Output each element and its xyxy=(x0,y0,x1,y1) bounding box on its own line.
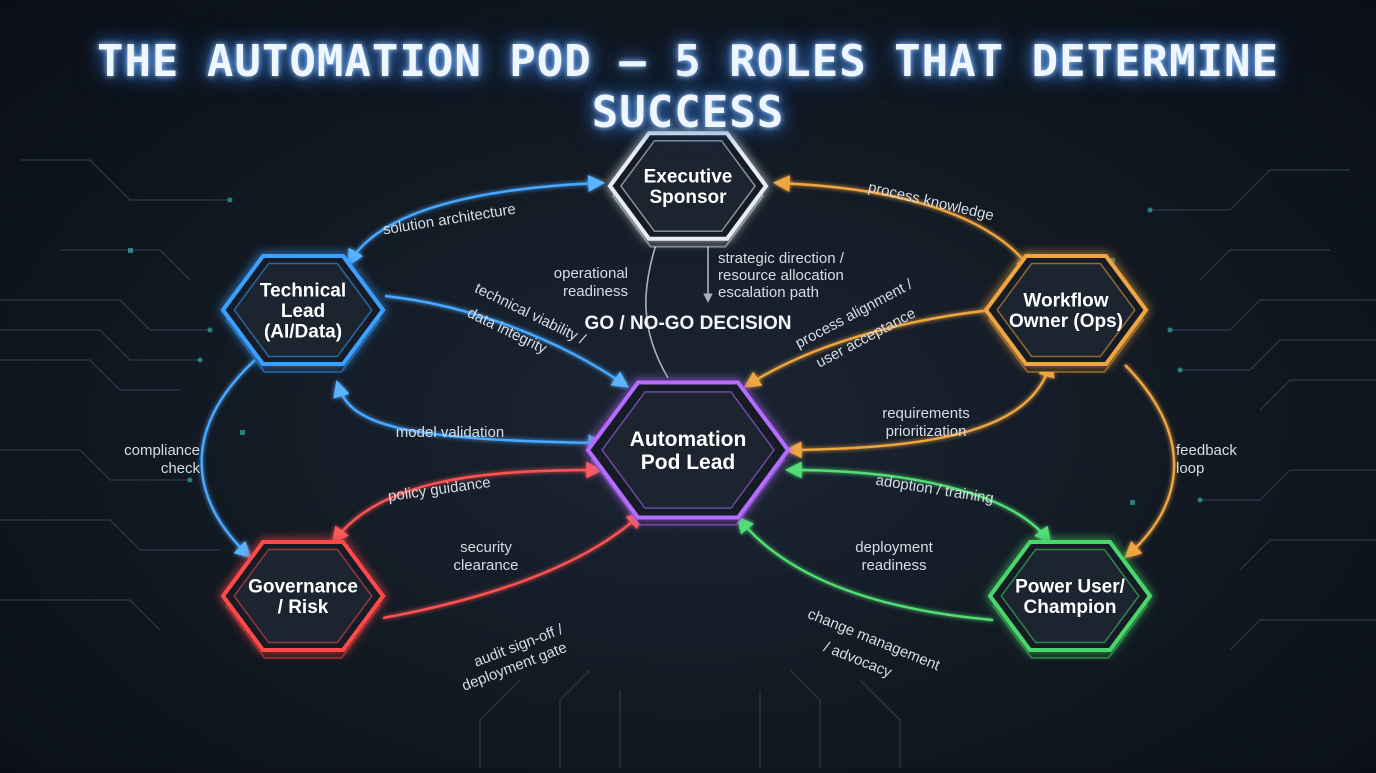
node-governance-label-1: Governance xyxy=(248,577,358,598)
label-model-validation: model validation xyxy=(396,424,504,441)
node-workflow-label-2: Owner (Ops) xyxy=(1009,311,1123,332)
page-title: THE AUTOMATION POD — 5 ROLES THAT DETERM… xyxy=(96,36,1280,138)
node-power-label-2: Champion xyxy=(1024,597,1117,618)
node-governance-label-2: / Risk xyxy=(278,597,329,618)
edge-adoption-training xyxy=(784,461,1052,545)
node-governance: Governance/ Risk xyxy=(220,540,386,659)
edge-process-knowledge xyxy=(772,175,1034,273)
node-governance-face xyxy=(233,548,373,644)
node-workflow-label-1: Workflow xyxy=(1023,291,1108,312)
edge-audit-signoff xyxy=(382,511,644,620)
label-policy-guidance: policy guidance xyxy=(387,474,492,505)
label-security-clearance-2: clearance xyxy=(453,557,518,574)
label-security-clearance-1: security xyxy=(460,539,512,556)
go-no-go-decision-label: GO / NO-GO DECISION xyxy=(585,313,792,334)
label-operational-readiness-1: operational xyxy=(554,265,628,282)
edge-policy-guidance xyxy=(331,461,604,545)
edge-change-management xyxy=(736,516,994,622)
edge-operational-readiness xyxy=(645,229,669,379)
label-strategic-direction-2: resource allocation xyxy=(718,267,844,284)
label-deployment-readiness-1: deployment xyxy=(855,539,933,556)
node-executive-label-2: Sponsor xyxy=(649,187,727,208)
label-requirements-2: prioritization xyxy=(886,423,967,440)
edge-compliance-check xyxy=(200,359,256,559)
node-technical-label-1: Technical xyxy=(260,280,346,301)
node-executive-label-1: Executive xyxy=(644,167,733,188)
label-compliance-check-1: compliance xyxy=(124,442,200,459)
node-power: Power User/Champion xyxy=(987,540,1153,659)
node-power-label-1: Power User/ xyxy=(1015,577,1126,598)
node-center-label-2: Pod Lead xyxy=(641,451,736,474)
label-requirements-1: requirements xyxy=(882,405,970,422)
edge-technical-viability xyxy=(384,294,630,388)
edge-requirements xyxy=(784,360,1055,459)
label-feedback-loop-1: feedback xyxy=(1176,442,1237,459)
label-strategic-direction-1: strategic direction / xyxy=(718,250,845,267)
node-technical-face xyxy=(233,262,373,358)
edge-solution-architecture xyxy=(347,175,606,267)
node-center-face xyxy=(601,391,775,509)
edge-model-validation xyxy=(333,380,606,452)
node-workflow-face xyxy=(996,262,1136,358)
label-compliance-check-2: check xyxy=(161,460,201,477)
node-executive-face xyxy=(619,139,757,233)
circuit-dots xyxy=(128,197,1203,505)
label-strategic-direction-3: escalation path xyxy=(718,284,819,301)
circuit-background xyxy=(0,159,1376,768)
node-center-label-1: Automation xyxy=(630,428,747,451)
node-power-face xyxy=(1000,548,1140,644)
edge-feedback-loop xyxy=(1124,364,1176,559)
label-operational-readiness-2: readiness xyxy=(563,283,628,300)
label-adoption-training: adoption / training xyxy=(874,472,994,507)
connections xyxy=(200,175,1176,622)
node-technical-label-2: Lead xyxy=(281,301,325,322)
label-solution-architecture: solution architecture xyxy=(382,201,517,239)
label-deployment-readiness-2: readiness xyxy=(861,557,926,574)
edge-process-alignment xyxy=(743,308,993,388)
label-process-knowledge: process knowledge xyxy=(867,179,996,224)
node-technical-label-3: (AI/Data) xyxy=(264,321,342,342)
label-feedback-loop-2: loop xyxy=(1176,460,1204,477)
